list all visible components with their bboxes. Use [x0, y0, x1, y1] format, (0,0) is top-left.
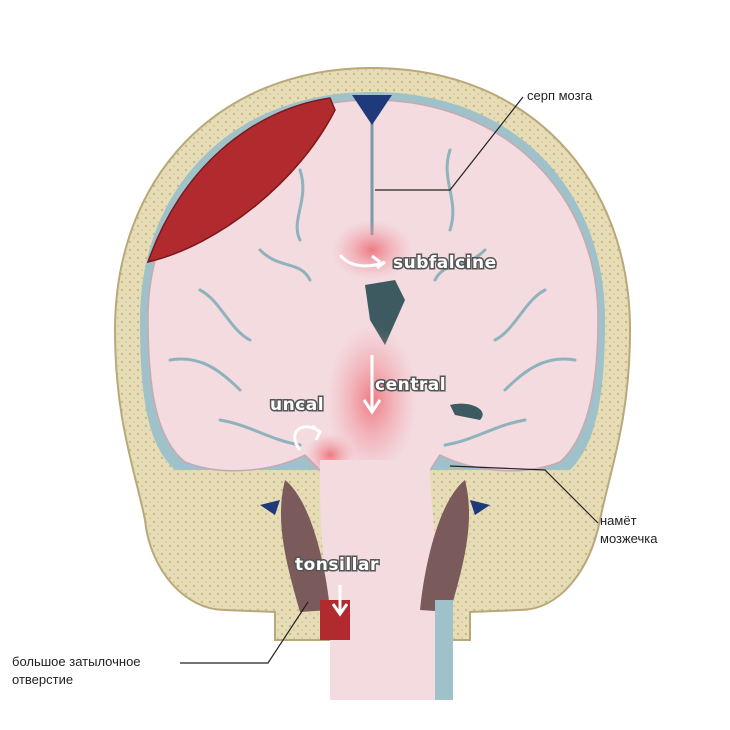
- muscle-left: [280, 480, 330, 612]
- foramen-label-2: отверстие: [12, 672, 74, 687]
- muscle-right: [420, 480, 470, 612]
- spinal-csf: [435, 600, 453, 700]
- brainstem: [320, 460, 437, 700]
- subfalcine-label: subfalcine: [393, 253, 497, 273]
- herniation-arrows: [293, 253, 386, 617]
- tonsillar-label: tonsillar: [295, 555, 379, 575]
- foramen-leader-line: [180, 601, 309, 664]
- epidural-hematoma: [146, 97, 336, 264]
- ventricle-right: [450, 403, 483, 420]
- uncal-label: uncal: [270, 395, 324, 415]
- falx-label: серп мозга: [527, 88, 593, 103]
- tentorium-leader-line: [449, 465, 599, 524]
- tentorium-label-1: намёт: [600, 513, 637, 528]
- central-label: central: [375, 375, 446, 395]
- foramen-label-1: большое затылочное: [12, 654, 141, 669]
- ventricle: [365, 280, 405, 345]
- tentorium-label-2: мозжечка: [600, 531, 658, 546]
- falx-leader-line: [375, 96, 524, 191]
- superior-sagittal-sinus: [352, 95, 392, 125]
